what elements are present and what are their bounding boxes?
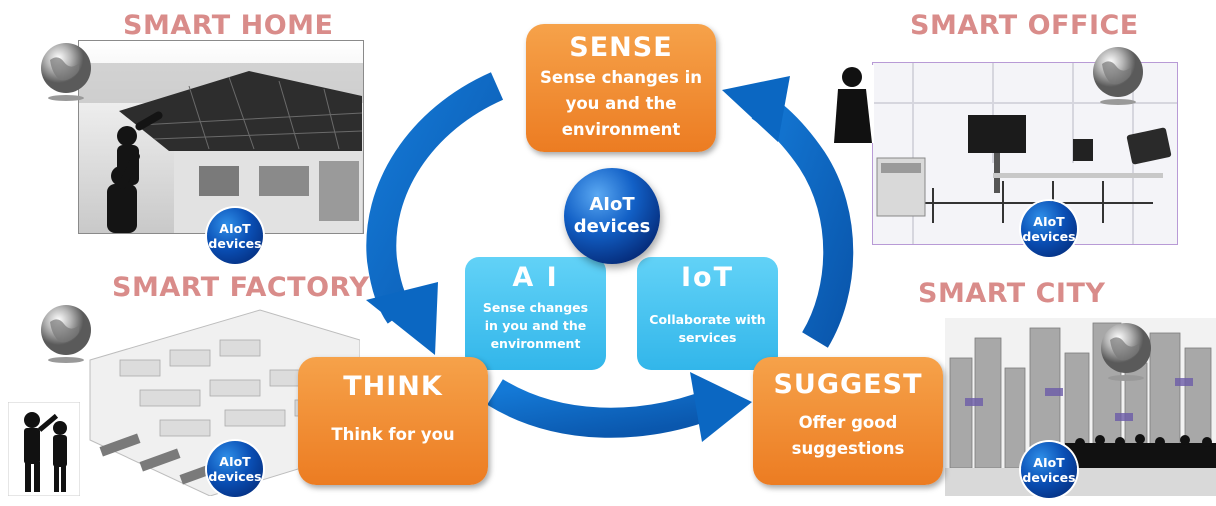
center-sphere-line2: devices (573, 216, 651, 237)
sense-box-title: SENSE (569, 32, 673, 63)
sense-box-line2: you and the (565, 94, 677, 113)
arrow-sense-to-think (366, 72, 504, 355)
home-globe-icon (38, 40, 94, 106)
smart-city-title: SMART CITY (918, 278, 1106, 309)
smart-home-photo (78, 40, 364, 234)
factory-globe-icon (38, 302, 94, 368)
sense-box-line1: Sense changes in (540, 68, 702, 87)
ai-box-line1: Sense changes (482, 300, 589, 315)
ai-box: A I Sense changes in you and the environ… (465, 257, 606, 370)
suggest-box-line2: suggestions (791, 439, 905, 458)
home-badge-line1: AIoT (219, 221, 251, 236)
suggest-box: SUGGEST Offer good suggestions (753, 357, 943, 485)
factory-workers-icon (7, 401, 81, 500)
iot-box-line2: services (678, 330, 737, 345)
city-badge-line1: AIoT (1033, 455, 1065, 470)
sense-box: SENSE Sense changes in you and the envir… (526, 24, 716, 152)
iot-box-line1: Collaborate with (649, 312, 766, 327)
ai-box-title: A I (512, 262, 559, 293)
suggest-box-line1: Offer good (798, 413, 898, 432)
office-badge-line1: AIoT (1033, 214, 1065, 229)
center-aiot-sphere: AIoT devices (564, 168, 660, 264)
suggest-box-title: SUGGEST (773, 369, 923, 400)
smart-home-title: SMART HOME (123, 10, 334, 41)
iot-box-title: IoT (680, 262, 734, 293)
smart-office-title: SMART OFFICE (910, 10, 1139, 41)
home-badge-line2: devices (208, 236, 262, 251)
arrow-suggest-to-sense (722, 76, 854, 348)
factory-badge-line1: AIoT (219, 454, 251, 469)
center-sphere-line1: AIoT (589, 194, 635, 215)
think-box-line1: Think for you (331, 425, 455, 444)
office-globe-icon (1090, 44, 1146, 110)
city-aiot-badge: AIoT devices (1021, 442, 1077, 498)
home-aiot-badge: AIoT devices (207, 208, 263, 264)
iot-box: IoT Collaborate with services (637, 257, 778, 370)
office-aiot-badge: AIoT devices (1021, 201, 1077, 257)
city-globe-icon (1098, 320, 1154, 386)
smart-city-photo (945, 318, 1216, 496)
city-badge-line2: devices (1022, 470, 1076, 485)
arrow-think-to-suggest (487, 372, 752, 442)
sense-box-line3: environment (561, 120, 681, 139)
factory-badge-line2: devices (208, 469, 262, 484)
factory-aiot-badge: AIoT devices (207, 441, 263, 497)
think-box-title: THINK (343, 371, 443, 402)
think-box: THINK Think for you (298, 357, 488, 485)
office-badge-line2: devices (1022, 229, 1076, 244)
smart-factory-title: SMART FACTORY (112, 272, 370, 303)
ai-box-line2: in you and the (484, 318, 587, 333)
ai-box-line3: environment (490, 336, 581, 351)
office-person-icon (832, 65, 874, 147)
